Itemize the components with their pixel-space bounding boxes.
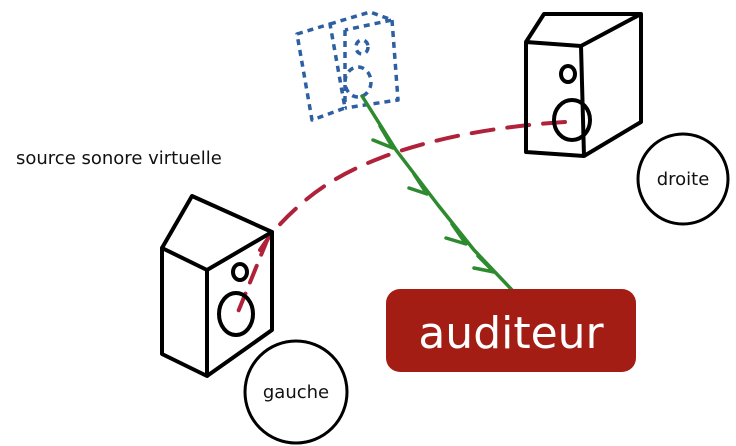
left-speaker-arc-tail: [236, 236, 270, 314]
sound-direction-arrow: [360, 94, 514, 292]
virtual-sound-arc: [258, 120, 567, 252]
left-speaker-icon: [160, 194, 274, 378]
right-speaker-icon: [524, 12, 643, 158]
virtual-speaker-icon: [295, 10, 400, 122]
virtual-source-label: source sonore virtuelle: [16, 148, 222, 169]
listener-box: auditeur: [386, 289, 636, 372]
left-label: gauche: [263, 382, 329, 403]
right-label: droite: [657, 169, 710, 190]
left-label-bubble: gauche: [243, 339, 349, 445]
listener-label: auditeur: [418, 308, 604, 359]
right-label-bubble: droite: [636, 132, 730, 226]
